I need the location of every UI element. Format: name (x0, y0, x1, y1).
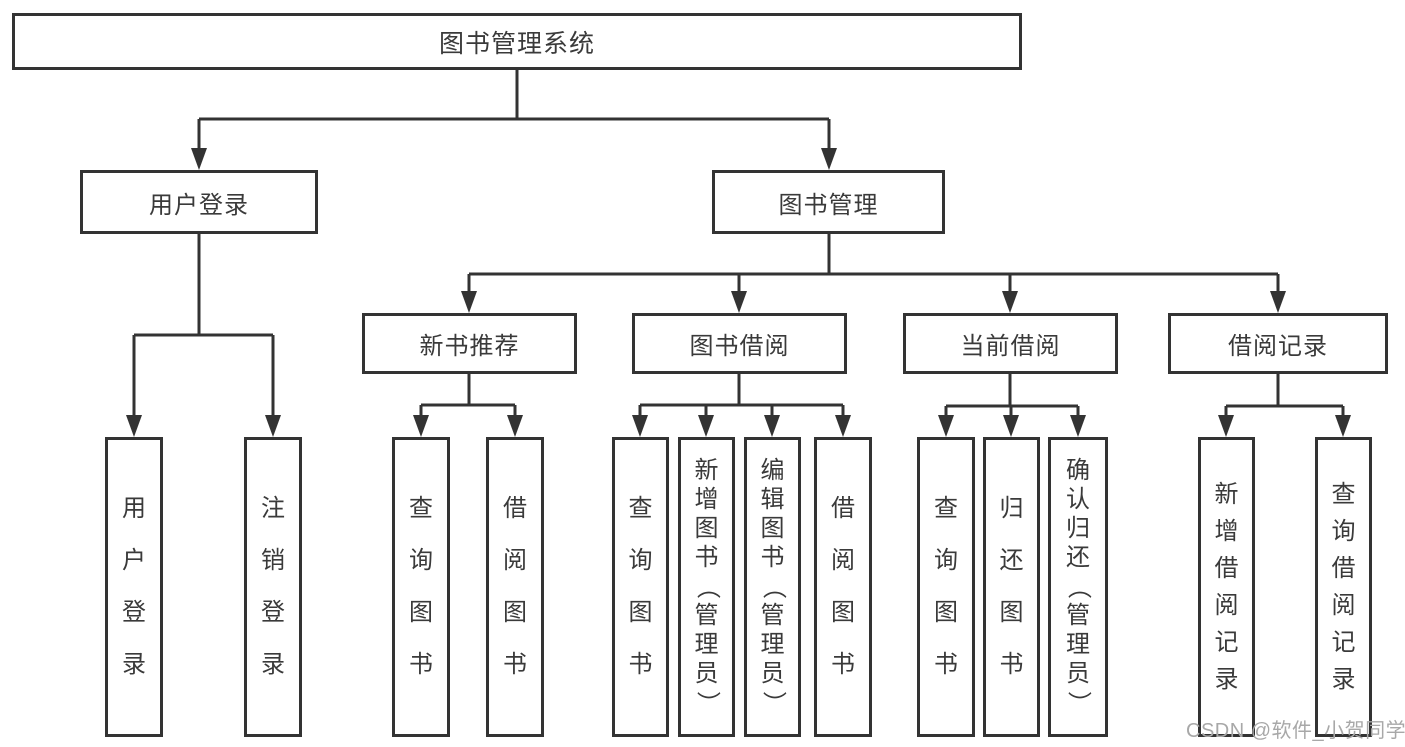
connector-current-borrow-group (944, 374, 1080, 419)
connector-book-borrow-group (638, 374, 845, 419)
leaf-borrow-books: 借阅图书 (814, 437, 872, 737)
node-book-management: 图书管理 (712, 170, 945, 234)
node-book-borrowing: 图书借阅 (632, 313, 847, 374)
leaf-confirm-return-admin: 确认归还（管理员） (1048, 437, 1108, 737)
node-label: 图书借阅 (689, 333, 790, 360)
leaf-user-login: 用户登录 (105, 437, 163, 737)
arrowhead (461, 291, 477, 313)
node-label: 图书管理 (778, 191, 879, 219)
node-user-login: 用户登录 (80, 170, 318, 234)
leaf-query-books-recommend: 查询图书 (392, 437, 450, 737)
arrowhead (126, 415, 142, 437)
leaf-query-books-current: 查询图书 (917, 437, 975, 737)
arrowhead (1002, 291, 1018, 313)
arrowhead (1335, 415, 1351, 437)
connector-root-to-level2 (197, 70, 831, 150)
node-library-system: 图书管理系统 (12, 13, 1022, 70)
leaf-add-book-admin: 新增图书（管理员） (678, 437, 735, 737)
arrowhead (731, 291, 747, 313)
connector-borrow-record-group (1224, 374, 1345, 419)
leaf-query-borrow-record: 查询借阅记录 (1315, 437, 1372, 737)
node-current-borrowing: 当前借阅 (903, 313, 1118, 374)
leaf-query-books-borrow: 查询图书 (612, 437, 669, 737)
node-new-book-recommend: 新书推荐 (362, 313, 577, 374)
leaf-logout: 注销登录 (244, 437, 302, 737)
arrowhead (507, 415, 523, 437)
node-label: 当前借阅 (960, 333, 1061, 360)
arrowhead (698, 415, 714, 437)
leaf-add-borrow-record: 新增借阅记录 (1198, 437, 1255, 737)
arrowhead (265, 415, 281, 437)
arrowhead (632, 415, 648, 437)
arrowhead (764, 415, 780, 437)
arrowhead (938, 415, 954, 437)
arrowhead (191, 148, 207, 170)
arrowhead (1270, 291, 1286, 313)
connector-book-management-group (467, 234, 1280, 295)
watermark: CSDN @软件_小贺同学 (1186, 720, 1405, 742)
arrowhead (413, 415, 429, 437)
node-borrowing-records: 借阅记录 (1168, 313, 1388, 374)
node-label: 新书推荐 (419, 333, 520, 360)
node-label: 图书管理系统 (438, 29, 595, 58)
connector-new-book-group (419, 374, 517, 419)
leaf-borrow-books-recommend: 借阅图书 (486, 437, 544, 737)
leaf-edit-book-admin: 编辑图书（管理员） (744, 437, 801, 737)
leaf-return-book: 归还图书 (983, 437, 1040, 737)
arrowhead (1070, 415, 1086, 437)
arrowhead (835, 415, 851, 437)
node-label: 用户登录 (149, 191, 249, 219)
arrowhead (1003, 415, 1019, 437)
node-label: 借阅记录 (1228, 333, 1328, 360)
arrowhead (821, 148, 837, 170)
arrowhead (1218, 415, 1234, 437)
connector-user-login-group (132, 234, 275, 419)
